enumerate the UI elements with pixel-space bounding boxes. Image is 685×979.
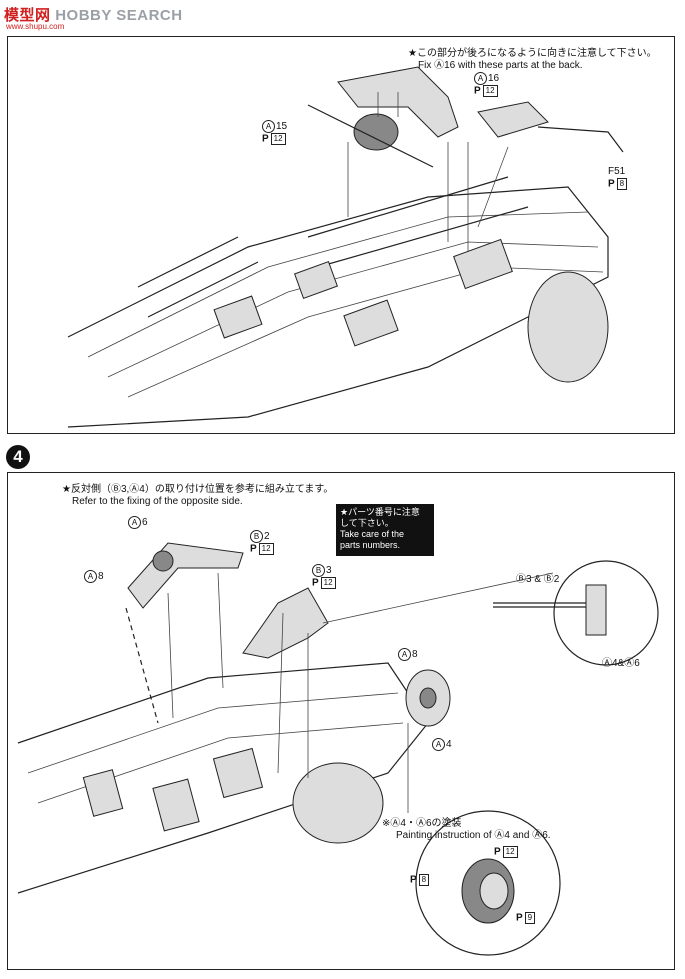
watermark: 模型网 HOBBY SEARCH — [4, 4, 183, 25]
step-3-panel — [7, 36, 675, 434]
p1-note-jp: ★この部分が後ろになるように向きに注意して下さい。 — [408, 48, 657, 59]
step-number-badge: 4 — [6, 445, 30, 469]
rear-chassis-drawing — [67, 66, 624, 428]
p2-instruction-en: Refer to the fixing of the opposite side… — [72, 496, 243, 507]
painting-title-jp: ※Ⓐ4・Ⓐ6の塗装 — [382, 818, 462, 829]
detail-label-a4-a6: Ⓐ4&Ⓐ6 — [602, 658, 640, 669]
part-number-callout: ★パーツ番号に注意 して下さい。 Take care of the parts … — [336, 504, 434, 556]
watermark-brand-right: HOBBY SEARCH — [55, 7, 183, 24]
watermark-url: www.shupu.com — [6, 22, 65, 31]
watermark-brand-left: 模型网 — [4, 7, 51, 24]
p2-instruction-jp: ★反対側（Ⓑ3,Ⓐ4）の取り付け位置を参考に組み立てます。 — [62, 484, 334, 495]
part-circle: A — [262, 120, 275, 133]
detail-label-b3-b2: Ⓑ3 & Ⓑ2 — [516, 574, 560, 585]
p1-note-en: Fix Ⓐ16 with these parts at the back. — [418, 60, 583, 71]
part-circle: A — [474, 72, 487, 85]
painting-title-en: Painting instruction of Ⓐ4 and Ⓐ6. — [396, 830, 551, 841]
suspension-drawing — [17, 542, 659, 956]
